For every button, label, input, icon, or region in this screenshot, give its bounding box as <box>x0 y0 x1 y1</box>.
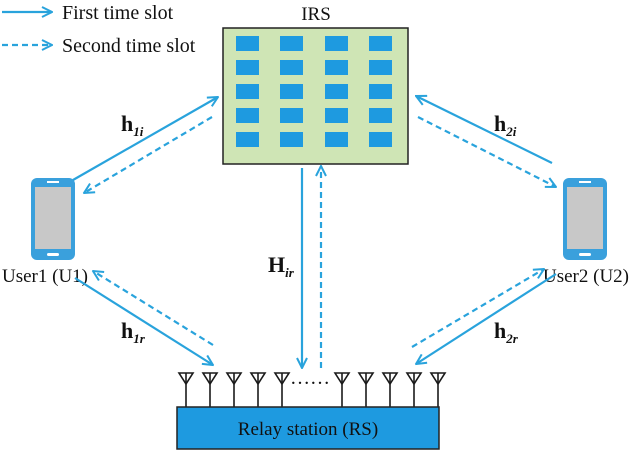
irs-element <box>325 60 348 75</box>
antenna-icon <box>273 372 291 407</box>
rs-antenna-dots: …… <box>290 367 330 389</box>
irs-element <box>280 60 303 75</box>
svg-text:Hir: Hir <box>268 252 295 280</box>
legend-second-time-slot: Second time slot <box>62 35 196 57</box>
arrow-rs-to-u2-second-slot <box>411 269 544 348</box>
arrow-irs-to-u1-second-slot <box>84 116 213 193</box>
arrow-u1-to-rs-first-slot <box>74 277 213 365</box>
irs-element <box>236 108 259 123</box>
svg-text:h2r: h2r <box>494 318 519 346</box>
antenna-icon <box>201 372 219 407</box>
antenna-icon <box>225 372 243 407</box>
svg-text:h1i: h1i <box>121 111 144 139</box>
arrow-rs-to-u1-second-slot <box>93 271 214 346</box>
antenna-icon <box>405 372 423 407</box>
irs-element <box>369 108 392 123</box>
irs-element <box>325 132 348 147</box>
user2-label: User2 (U2) <box>543 266 629 287</box>
irs-element <box>280 108 303 123</box>
irs-element <box>236 84 259 99</box>
rs-label: Relay station (RS) <box>238 419 378 440</box>
arrow-u2-to-irs-first-slot <box>416 96 553 164</box>
svg-text:h2i: h2i <box>494 111 517 139</box>
svg-text:h1r: h1r <box>121 318 146 346</box>
antenna-icon <box>429 372 447 407</box>
channel-label-h2i: h2i <box>494 111 517 139</box>
irs-title: IRS <box>301 4 331 25</box>
irs-element <box>280 84 303 99</box>
rs-antenna-array <box>177 372 447 407</box>
antenna-icon <box>381 372 399 407</box>
legend: First time slot Second time slot <box>2 2 196 57</box>
user2-phone-icon <box>563 178 607 260</box>
rs-box <box>176 406 440 450</box>
irs-element <box>325 108 348 123</box>
irs: IRS <box>222 4 409 165</box>
channel-label-h2r: h2r <box>494 318 519 346</box>
legend-first-time-slot: First time slot <box>62 2 174 24</box>
arrow-u1-to-irs-first-slot <box>72 97 218 181</box>
irs-element <box>325 36 348 51</box>
antenna-icon <box>333 372 351 407</box>
irs-element <box>236 36 259 51</box>
arrow-irs-to-u2-second-slot <box>417 116 556 187</box>
user1-phone-icon <box>31 178 75 260</box>
irs-element <box>280 132 303 147</box>
channel-label-h1r: h1r <box>121 318 146 346</box>
irs-element <box>280 36 303 51</box>
irs-element <box>369 36 392 51</box>
irs-element <box>325 84 348 99</box>
arrow-u2-to-rs-first-slot <box>416 273 557 364</box>
irs-element <box>369 60 392 75</box>
channel-label-Hir: Hir <box>268 252 295 280</box>
irs-element <box>369 132 392 147</box>
channel-label-h1i: h1i <box>121 111 144 139</box>
irs-element <box>236 60 259 75</box>
user1-label: User1 (U1) <box>2 266 88 287</box>
irs-element <box>369 84 392 99</box>
antenna-icon <box>249 372 267 407</box>
channel-arrows <box>72 96 557 368</box>
relay-station: …… Relay station (RS) <box>176 367 447 450</box>
antenna-icon <box>357 372 375 407</box>
irs-element-grid <box>236 36 392 147</box>
antenna-icon <box>177 372 195 407</box>
irs-element <box>236 132 259 147</box>
